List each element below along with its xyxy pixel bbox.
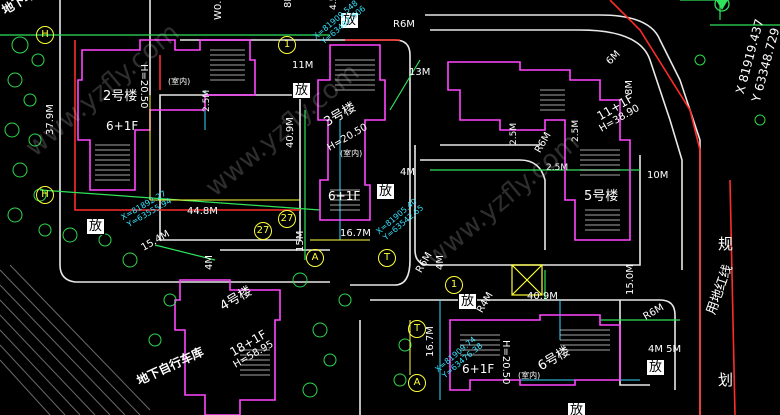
building-2-floors: 6+1F [106,119,139,133]
building-5-name: 5号楼 [584,189,619,204]
building-4-outline [174,279,281,415]
grid-mark-h-top: H [36,26,54,44]
dim-r6m-1: R6M [393,19,415,30]
building-6-height: H=20.50 [500,340,511,385]
dim-2-5m-b: 2.5M [509,122,519,145]
dim-2-5m-d: 2.5M [571,119,581,142]
grid-mark-t: T [378,249,396,267]
dim-4m-5m: 4M 5M [648,344,682,355]
fang-marker-5: 放 [458,293,478,310]
dim-40-9m: 40.9M [285,117,296,148]
north-arrow [714,0,730,12]
dim-2-5m-c: 2.5M [546,163,569,173]
dim-4m-a: 4M [204,255,215,270]
building-6-height-sub: (室内) [518,371,541,380]
dim-4-5m: 4.5M [329,0,339,10]
building-3-height-sub: (室内) [340,149,363,158]
dim-4m-c: 4M [435,255,446,270]
road-outlines [59,0,701,415]
grid-mark-h-bottom: H [36,186,54,204]
dim-2-5m: 2.5M [202,89,212,112]
label-hua: 划 [718,371,734,389]
building-5-outline [447,61,631,241]
label-guihua: 规 [718,235,734,253]
building-2-height: H=20.50 [138,64,149,109]
building-6-floors: 6+1F [462,362,495,376]
grid-mark-a2: A [408,374,426,392]
grid-mark-27b: 27 [254,222,272,240]
grid-mark-1: 1 [278,36,296,54]
dim-8m-b: 8M [624,80,635,95]
grid-mark-a: A [306,249,324,267]
dim-8m: 8M [283,0,294,8]
building-3-floors: 6+1F [328,189,361,203]
building-2-outline [77,39,256,191]
dim-13m: 13M [409,67,431,78]
dim-10m: 10M [647,170,669,181]
fang-marker-3: 放 [376,183,396,200]
fang-marker-1: 放 [340,12,360,29]
plaza-symbol [511,264,543,296]
dim-16-7m-b: 16.7M [425,326,436,357]
grid-mark-27: 27 [278,210,296,228]
grid-mark-1b: 1 [445,276,463,294]
building-3-outline [317,44,386,221]
building-2-height-sub: (室内) [168,77,191,86]
grid-mark-t2: T [408,320,426,338]
building-interiors [95,49,620,376]
dim-40-9m-b: 40.9M [527,291,558,302]
building-6-outline [449,314,621,391]
dim-w06: W0.6 [213,0,224,20]
fang-marker-7: 放 [567,402,587,415]
dim-4m-b: 4M [400,167,415,178]
dim-11m: 11M [292,60,314,71]
fang-marker-6: 放 [646,359,666,376]
red-lines [74,0,736,415]
fang-marker-4: 放 [86,218,106,235]
trees [4,36,766,398]
building-2-name: 2号楼 [103,89,138,104]
building-outlines [77,39,631,415]
hatch-strip [0,264,151,415]
dim-15m: 15M [295,230,306,252]
dim-37-9m: 37.9M [45,104,56,135]
fang-marker-2: 放 [292,82,312,99]
dim-44-8m: 44.8M [187,206,218,217]
dim-15-0m: 15.0M [625,264,636,295]
dim-16-7m: 16.7M [340,228,371,239]
